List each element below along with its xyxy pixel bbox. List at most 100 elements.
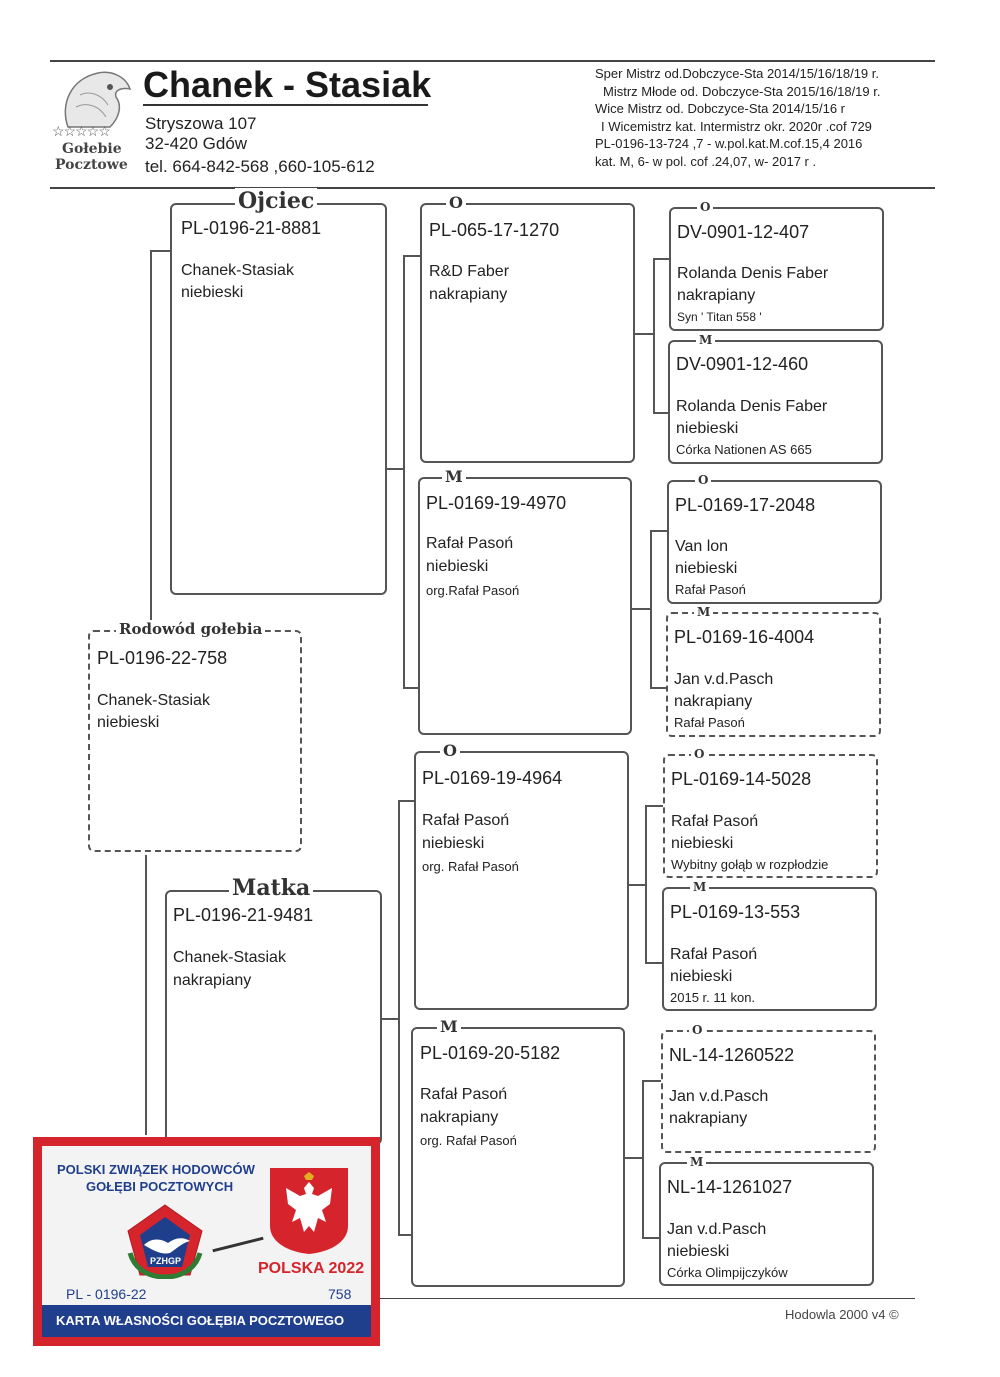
mfm-color: niebieski [670,968,733,985]
mmf-name: Jan v.d.Pasch [669,1088,769,1105]
mother-color: nakrapiany [173,972,252,989]
fmm-note: Rafał Pasoń [674,715,745,730]
breeder-title: Chanek - Stasiak [143,64,432,105]
ggp-fmf-card[interactable]: O PL-0169-17-2048 Van lon niebieski Rafa… [667,473,882,604]
mmf-ring: NL-14-1260522 [669,1045,795,1065]
card-logo-text: PZHGP [150,1256,182,1266]
mfm-note: 2015 r. 11 kon. [670,990,756,1005]
logo-line2: Pocztowe [55,157,128,173]
grandfather-maternal-card[interactable]: O PL-0169-19-4964 Rafał Pasoń niebieski … [414,741,629,1010]
connector-ff-mid [633,333,653,335]
phone: tel. 664-842-568 ,660-105-612 [145,157,375,176]
connector-fm-ggp [650,530,670,689]
fff-note: Syn ' Titan 558 ' [677,310,762,324]
mmm-ring: NL-14-1261027 [667,1177,793,1197]
father-color: niebieski [181,284,244,301]
card-footer-band: KARTA WŁASNOŚCI GOŁĘBIA POCZTOWEGO [42,1305,371,1337]
achievement-1: Sper Mistrz od.Dobczyce-Sta 2014/15/16/1… [595,66,879,81]
fff-color: nakrapiany [677,287,756,304]
connector-father-ff [403,255,423,689]
ggp-mfm-card[interactable]: M PL-0169-13-553 Rafał Pasoń niebieski 2… [662,880,877,1011]
mother-name: Chanek-Stasiak [173,949,286,966]
ffm-m-label: M [696,333,716,347]
connector-mf-mid [627,884,645,886]
header-bottom-rule [50,187,935,189]
fff-name: Rolanda Denis Faber [677,265,829,282]
ffm-name: Rolanda Denis Faber [676,398,828,415]
mfm-ring: PL-0169-13-553 [670,902,801,922]
card-year: POLSKA 2022 [258,1260,365,1277]
mm-ring: PL-0169-20-5182 [420,1043,561,1063]
footer-rule [380,1298,915,1299]
mf-o-label: O [440,741,460,760]
fff-ring: DV-0901-12-407 [677,222,810,242]
ggp-fmm-card[interactable]: M PL-0169-16-4004 Jan v.d.Pasch nakrapia… [666,605,881,737]
ggp-fff-card[interactable]: O DV-0901-12-407 Rolanda Denis Faber nak… [669,200,884,331]
grandmother-maternal-card[interactable]: M PL-0169-20-5182 Rafał Pasoń nakrapiany… [411,1017,625,1287]
header-top-rule [50,60,935,62]
fmf-color: niebieski [675,560,738,577]
mmm-name: Jan v.d.Pasch [667,1221,767,1238]
logo-stars: ☆☆☆☆☆ [52,123,111,139]
grandfather-paternal-card[interactable]: O PL-065-17-1270 R&D Faber nakrapiany [420,193,635,463]
fmf-name: Van lon [675,538,729,555]
ggp-ffm-card[interactable]: M DV-0901-12-460 Rolanda Denis Faber nie… [668,333,883,464]
mf-name: Rafał Pasoń [422,812,510,829]
subject-name: Chanek-Stasiak [97,692,210,709]
mff-note: Wybitny gołąb w rozpłodzie [671,857,829,872]
fff-o-label: O [697,200,714,214]
ownership-card: POLSKI ZWIĄZEK HODOWCÓW GOŁĘBI POCZTOWYC… [33,1137,380,1346]
ggp-mmf-card[interactable]: O NL-14-1260522 Jan v.d.Pasch nakrapiany [661,1023,876,1153]
connector-mother-gp [398,800,418,1236]
subject-card[interactable]: Rodowód gołebia PL-0196-22-758 Chanek-St… [88,620,302,852]
title-underline [143,104,428,106]
ggp-mff-card[interactable]: O PL-0169-14-5028 Rafał Pasoń niebieski … [663,747,878,878]
achievement-3: Wice Mistrz od. Dobczyce-Sta 2014/15/16 … [595,101,845,116]
fmm-m-label: M [694,605,714,619]
connector-father-mid [385,468,403,470]
fm-color: niebieski [426,558,489,575]
mff-o-label: O [691,747,708,761]
grandmother-paternal-card[interactable]: M PL-0169-19-4970 Rafał Pasoń niebieski … [418,467,632,735]
card-pen-line [212,1236,264,1253]
mm-m-label: M [437,1017,461,1036]
card-org-line1: POLSKI ZWIĄZEK HODOWCÓW [57,1162,255,1177]
fm-m-label: M [442,467,466,486]
address-line2: 32-420 Gdów [145,134,248,153]
achievements-list: Sper Mistrz od.Dobczyce-Sta 2014/15/16/1… [595,65,925,170]
breeder-logo: ☆☆☆☆☆ Gołebie Pocztowe [50,65,140,180]
fmm-color: nakrapiany [674,693,753,710]
ownership-card-inner: POLSKI ZWIĄZEK HODOWCÓW GOŁĘBI POCZTOWYC… [42,1146,371,1337]
pedigree-label: Rodowód gołebia [116,620,266,638]
mmf-o-label: O [689,1023,706,1037]
fmf-o-label: O [695,473,712,487]
mmm-m-label: M [687,1155,707,1169]
card-org-line2: GOŁĘBI POCZTOWYCH [86,1179,234,1194]
fmm-name: Jan v.d.Pasch [674,671,774,688]
connector-mm-mid [624,1157,642,1159]
fm-name: Rafał Pasoń [426,535,514,552]
ffm-color: niebieski [676,420,739,437]
fmf-ring: PL-0169-17-2048 [675,495,816,515]
mmm-note: Córka Olimpijczyków [667,1265,788,1280]
mm-name: Rafał Pasoń [420,1086,508,1103]
mother-label: Matka [229,875,314,901]
achievement-4: I Wicemistrz kat. Intermistrz okr. 2020r… [601,118,872,134]
mfm-name: Rafał Pasoń [670,946,758,963]
subject-color: niebieski [97,714,160,731]
connector-subject-father [150,250,174,624]
ffm-note: Córka Nationen AS 665 [676,442,812,457]
mm-color: nakrapiany [420,1109,499,1126]
ff-name: R&D Faber [429,263,510,280]
father-card[interactable]: Ojciec PL-0196-21-8881 Chanek-Stasiak ni… [170,188,387,595]
ggp-mmm-card[interactable]: M NL-14-1261027 Jan v.d.Pasch niebieski … [659,1155,874,1286]
mf-ring: PL-0169-19-4964 [422,768,563,788]
pzhgp-logo-icon [127,1204,203,1279]
ff-o-label: O [446,193,466,212]
mother-card[interactable]: Matka PL-0196-21-9481 Chanek-Stasiak nak… [165,875,382,1145]
pigeon-head-icon [64,71,132,128]
mff-ring: PL-0169-14-5028 [671,769,812,789]
achievement-5: PL-0196-13-724 ,7 - w.pol.kat.M.cof.15,4… [595,136,863,151]
polish-eagle-icon [270,1168,348,1254]
achievement-2: Mistrz Młode od. Dobczyce-Sta 2015/16/18… [603,83,881,99]
